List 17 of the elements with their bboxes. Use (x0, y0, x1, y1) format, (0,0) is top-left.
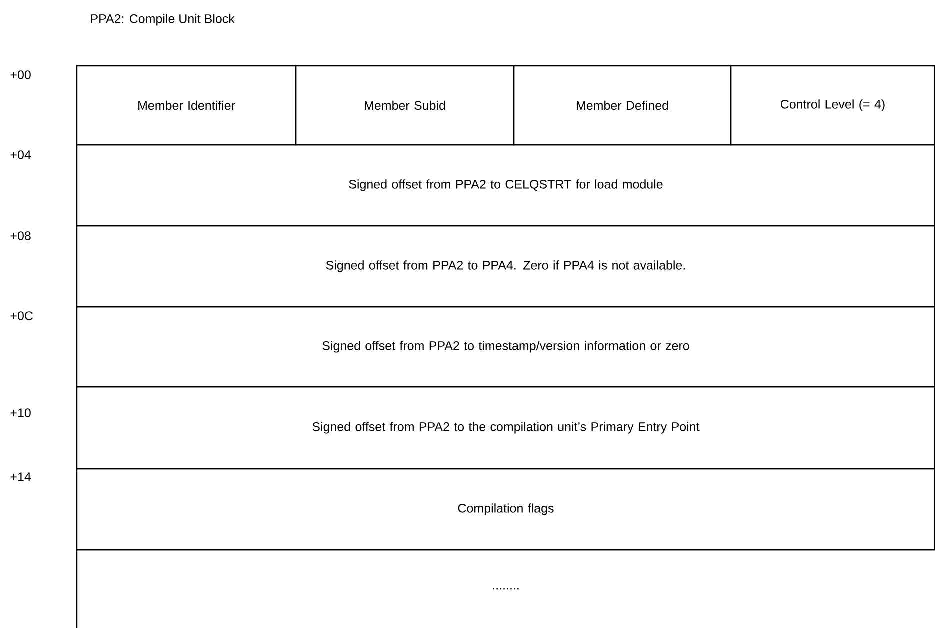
table-cell: Compilation flags (76, 468, 935, 551)
table-cell: Signed offset from PPA2 to timestamp/version information or zero (76, 306, 935, 388)
table-cell: ........ (76, 549, 935, 628)
table-cell: Control Level (= 4) (730, 65, 935, 146)
table-cell: Signed offset from PPA2 to PPA4. Zero if PPA4 is not available. (76, 225, 935, 308)
table-cell: Signed offset from PPA2 to CELQSTRT for load module (76, 144, 935, 227)
table-cell: Member Defined (513, 65, 732, 146)
table-cell: Member Subid (295, 65, 515, 146)
offset-label: +08 (10, 232, 31, 240)
offset-label: +14 (10, 472, 32, 482)
table-cell: Member Identifier (76, 65, 297, 146)
offset-label: +10 (10, 408, 31, 418)
offset-label: +00 (10, 70, 31, 80)
table-cell: Signed offset from PPA2 to the compilation unit’s Primary Entry Point (76, 386, 935, 470)
offset-label: +04 (10, 150, 32, 160)
offset-label: +0C (10, 312, 33, 320)
title: PPA2: Compile Unit Block (91, 14, 235, 26)
